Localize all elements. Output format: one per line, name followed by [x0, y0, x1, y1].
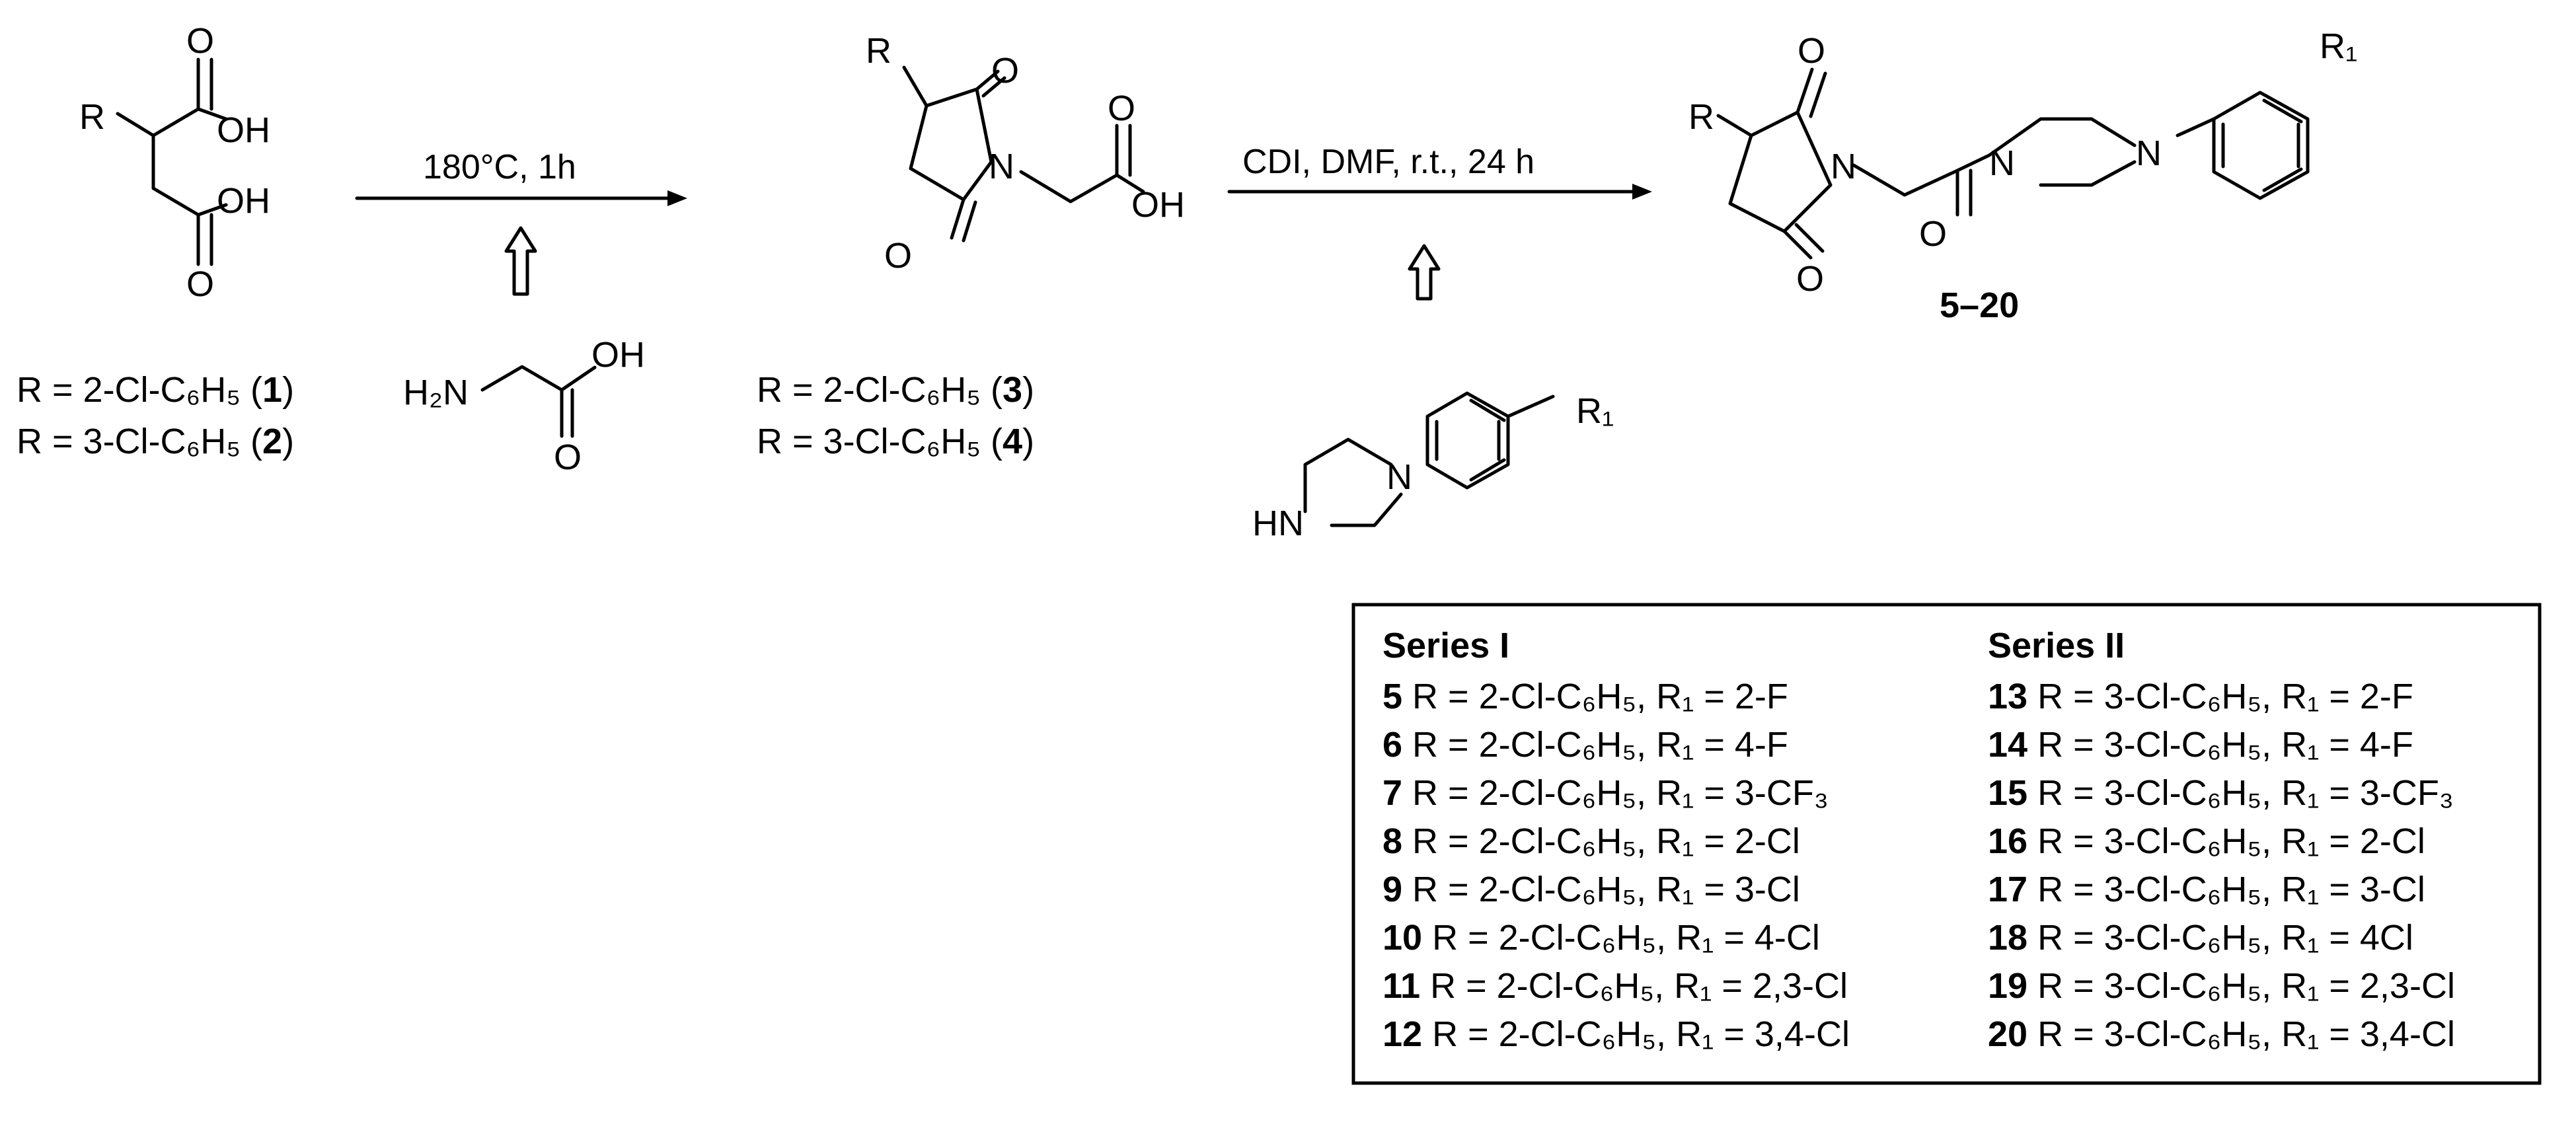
product-structure: R O N O O N N R₁ 5–20: [1688, 26, 2357, 325]
compound-12-entry: 12 R = 2-Cl-C₆H₅, R₁ = 3,4-Cl: [1383, 1014, 1850, 1054]
product-compound-range: 5–20: [1940, 285, 2019, 325]
imide-acid-n: N: [989, 147, 1014, 186]
compound-18-entry: 18 R = 3-Cl-C₆H₅, R₁ = 4Cl: [1988, 918, 2413, 958]
imide-acid-r-label: R: [866, 31, 891, 71]
product-r1: R₁: [2320, 26, 2357, 66]
compound-9-entry: 9 R = 2-Cl-C₆H₅, R₁ = 3-Cl: [1383, 870, 1800, 909]
compound-7-entry: 7 R = 2-Cl-C₆H₅, R₁ = 3-CF₃: [1383, 773, 1829, 813]
series-1-title: Series I: [1383, 626, 1509, 665]
glycine-structure: H₂N OH O: [403, 335, 645, 477]
product-o3: O: [1919, 214, 1947, 254]
imide-acid-o2: O: [884, 236, 912, 276]
hollow-arrow-2: [1408, 244, 1441, 301]
compound-19-entry: 19 R = 3-Cl-C₆H₅, R₁ = 2,3-Cl: [1988, 966, 2455, 1006]
intermediate-4-label: R = 3-Cl-C₆H₅ (4): [757, 422, 1034, 461]
compound-16-entry: 16 R = 3-Cl-C₆H₅, R₁ = 2-Cl: [1988, 821, 2425, 861]
hollow-arrow-1: [504, 226, 537, 296]
piperazine-hn: HN: [1252, 504, 1304, 543]
compound-14-entry: 14 R = 3-Cl-C₆H₅, R₁ = 4-F: [1988, 725, 2413, 765]
compound-10-entry: 10 R = 2-Cl-C₆H₅, R₁ = 4-Cl: [1383, 918, 1820, 958]
reaction-arrow-2: CDI, DMF, r.t., 24 h: [1227, 143, 1652, 200]
compound-17-entry: 17 R = 3-Cl-C₆H₅, R₁ = 3-Cl: [1988, 870, 2425, 909]
imide-acid-structure: R O N O O OH: [866, 31, 1185, 276]
diacid-r-label: R: [79, 97, 105, 137]
product-n1: N: [1831, 147, 1856, 186]
series-2-title: Series II: [1988, 626, 2125, 665]
compound-5-entry: 5 R = 2-Cl-C₆H₅, R₁ = 2-F: [1383, 677, 1788, 716]
series-2-column: Series II 13 R = 3-Cl-C₆H₅, R₁ = 2-F 14 R…: [1988, 626, 2455, 1054]
product-n2: N: [1989, 143, 2015, 183]
starting-material-1-label: R = 2-Cl-C₆H₅ (1): [17, 370, 294, 410]
diacid-structure: R O OH OH O: [79, 21, 270, 304]
diacid-oh-top: OH: [217, 110, 270, 150]
imide-acid-o1: O: [991, 51, 1019, 91]
product-o2: O: [1796, 259, 1824, 299]
compound-13-entry: 13 R = 3-Cl-C₆H₅, R₁ = 2-F: [1988, 677, 2413, 716]
reaction-arrow-1: 180°C, 1h: [355, 148, 687, 206]
compound-11-entry: 11 R = 2-Cl-C₆H₅, R₁ = 2,3-Cl: [1383, 966, 1848, 1006]
piperazine-structure: HN N R₁: [1252, 391, 1614, 543]
step2-conditions: CDI, DMF, r.t., 24 h: [1242, 143, 1534, 181]
product-n3: N: [2136, 133, 2162, 173]
piperazine-r1: R₁: [1576, 391, 1614, 431]
compound-20-entry: 20 R = 3-Cl-C₆H₅, R₁ = 3,4-Cl: [1988, 1014, 2455, 1054]
diacid-o-bottom: O: [186, 264, 214, 304]
series-box: [1351, 603, 2542, 1085]
diacid-o-top: O: [186, 21, 214, 61]
glycine-nh2: H₂N: [403, 373, 469, 412]
glycine-oh: OH: [591, 335, 645, 375]
imide-acid-oh: OH: [1131, 185, 1185, 225]
product-o1: O: [1798, 31, 1825, 71]
compound-15-entry: 15 R = 3-Cl-C₆H₅, R₁ = 3-CF₃: [1988, 773, 2454, 813]
starting-material-labels: R = 2-Cl-C₆H₅ (1) R = 3-Cl-C₆H₅ (2): [17, 370, 294, 461]
product-r-label: R: [1688, 97, 1714, 137]
imide-acid-o3: O: [1108, 89, 1135, 128]
series-1-column: Series I 5 R = 2-Cl-C₆H₅, R₁ = 2-F 6 R = …: [1383, 626, 1850, 1054]
starting-material-2-label: R = 3-Cl-C₆H₅ (2): [17, 422, 294, 461]
glycine-o: O: [554, 437, 582, 477]
intermediate-labels: R = 2-Cl-C₆H₅ (3) R = 3-Cl-C₆H₅ (4): [757, 370, 1034, 461]
piperazine-n: N: [1386, 457, 1412, 497]
compound-6-entry: 6 R = 2-Cl-C₆H₅, R₁ = 4-F: [1383, 725, 1788, 765]
compound-8-entry: 8 R = 2-Cl-C₆H₅, R₁ = 2-Cl: [1383, 821, 1800, 861]
diacid-oh-bottom: OH: [217, 181, 270, 221]
intermediate-3-label: R = 2-Cl-C₆H₅ (3): [757, 370, 1034, 410]
step1-conditions: 180°C, 1h: [423, 148, 576, 186]
